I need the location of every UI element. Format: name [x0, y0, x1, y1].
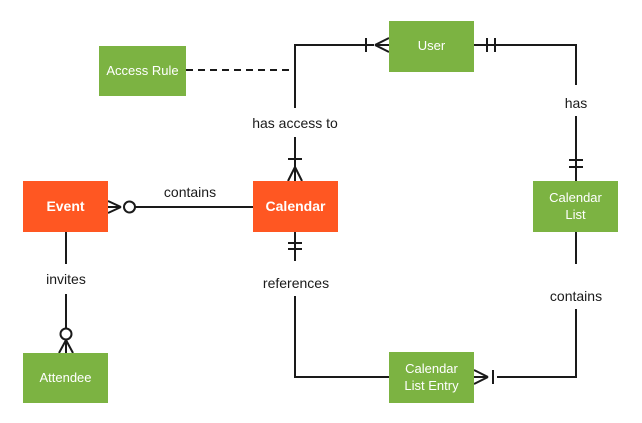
connector-calendar-references-entry [288, 232, 389, 378]
relationship-label-has-access-to: has access to [250, 115, 340, 131]
relationship-label-has: has [562, 95, 590, 111]
entity-calendar: Calendar [253, 181, 338, 232]
entity-access-rule: Access Rule [99, 46, 186, 96]
crows-foot-icon [58, 339, 74, 354]
connector-line [294, 44, 374, 108]
connector-calendar-list-contains-entry [473, 232, 577, 385]
entity-label: Calendar List Entry [404, 360, 459, 393]
entity-label: Calendar [265, 198, 326, 215]
relationship-label-contains: contains [547, 288, 605, 304]
entity-attendee: Attendee [23, 353, 108, 403]
double-bar-icon [288, 242, 302, 250]
entity-label: Event [46, 198, 85, 215]
connector-line [474, 44, 577, 85]
connector-user-has-calendar-list [474, 38, 583, 181]
relationship-label-invites: invites [44, 271, 88, 287]
connector-calendar-has-access-to-user [287, 37, 390, 182]
crows-foot-icon [287, 166, 303, 182]
relationship-label-contains: contains [161, 184, 219, 200]
connector-event-invites-attendee [58, 232, 74, 354]
relationship-label-references: references [260, 275, 332, 291]
double-bar-icon [486, 38, 496, 52]
zero-ring-icon [123, 200, 136, 214]
zero-ring-icon [59, 327, 73, 341]
crows-foot-icon [107, 200, 122, 214]
entity-event: Event [23, 181, 108, 232]
entity-calendar-list-entry: Calendar List Entry [389, 352, 474, 403]
crows-foot-icon [473, 369, 489, 385]
entity-label: Access Rule [106, 62, 179, 78]
entity-label: Calendar List [549, 189, 602, 222]
entity-user: User [389, 21, 474, 72]
entity-label: User [417, 38, 446, 54]
connector-line [497, 309, 577, 378]
double-bar-icon [569, 159, 583, 168]
entity-calendar-list: Calendar List [533, 181, 618, 232]
connector-event-contains-calendar [107, 200, 253, 214]
connector-line [294, 296, 389, 378]
entity-label: Attendee [39, 369, 92, 385]
crows-foot-icon [374, 37, 390, 53]
